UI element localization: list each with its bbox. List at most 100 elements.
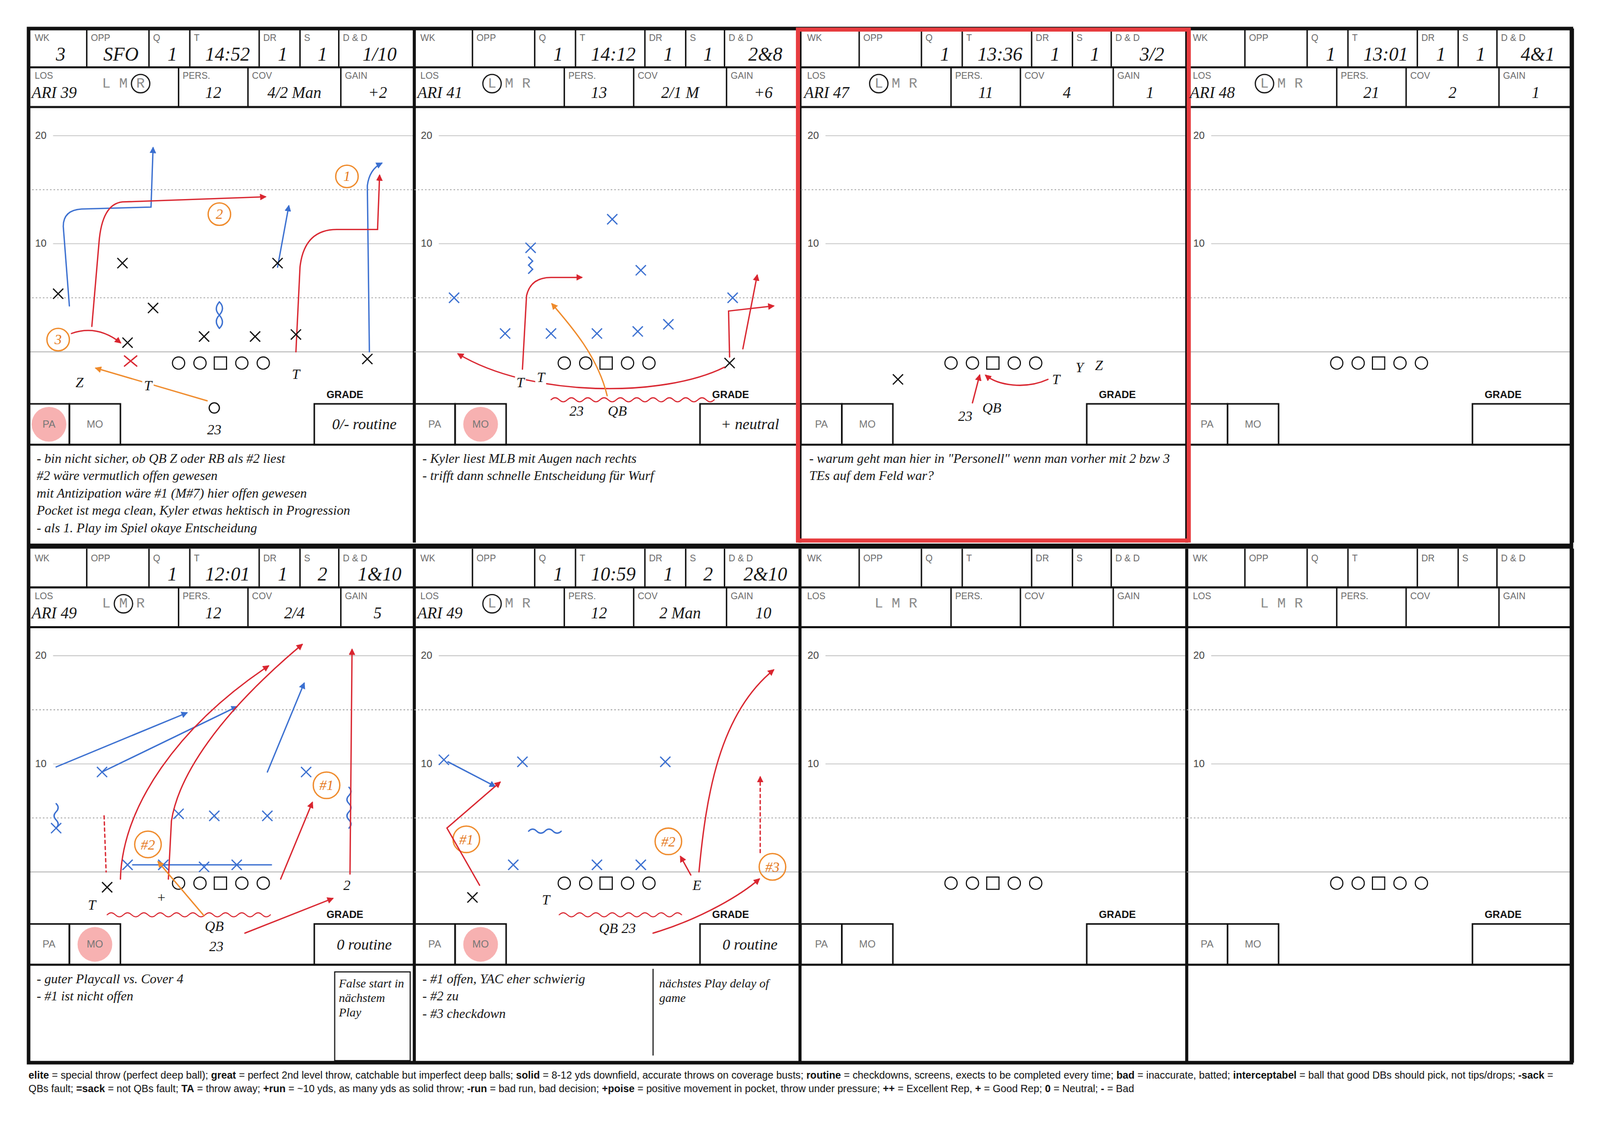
motion-label: MO bbox=[859, 418, 876, 431]
header-label: LOS bbox=[807, 70, 826, 81]
player-label: QB bbox=[980, 400, 1004, 416]
grade-definition: = positive movement in pocket, throw und… bbox=[637, 1083, 880, 1095]
header-value: 14:52 bbox=[198, 41, 258, 67]
note-line: - #1 ist nicht offen bbox=[36, 987, 331, 1006]
header-label: GAIN bbox=[730, 70, 753, 81]
grade-label: GRADE bbox=[1484, 909, 1522, 922]
player-label: T bbox=[535, 369, 546, 386]
yard-number: 10 bbox=[1191, 758, 1207, 770]
line-of-scrimmage-value: ARI 49 bbox=[417, 601, 463, 625]
grade-term: interceptabel bbox=[1232, 1069, 1297, 1082]
note-line: Pocket ist mega clean, Kyler etwas hekti… bbox=[36, 501, 406, 520]
play-action-label: PA bbox=[42, 939, 56, 951]
header-label: WK bbox=[34, 32, 50, 44]
line-of-scrimmage-value: ARI 39 bbox=[31, 81, 77, 104]
play-card: WKOPPQTDRSD & DLOSL M RPERS.COVGAIN2010G… bbox=[414, 28, 800, 544]
header-label: D & D bbox=[1500, 32, 1526, 44]
grade-term: +run bbox=[262, 1083, 286, 1095]
header-value: 1 bbox=[1466, 41, 1495, 67]
header-value: 4 bbox=[1022, 80, 1112, 105]
play-card: WKOPPQTDRSD & DLOSL M RPERS.COVGAIN2010G… bbox=[28, 28, 415, 544]
header-value: 1 bbox=[1500, 80, 1571, 105]
header-value: 1 bbox=[1425, 41, 1456, 67]
header-label: WK bbox=[1193, 32, 1209, 44]
header-label: DR bbox=[649, 553, 663, 564]
header-label: COV bbox=[1024, 70, 1045, 81]
header-value: 10:59 bbox=[583, 562, 643, 587]
hash-position: L M R bbox=[874, 596, 918, 612]
player-label: 23 bbox=[567, 403, 586, 419]
header-label: PERS. bbox=[1340, 591, 1369, 602]
motion-label: MO bbox=[86, 939, 104, 951]
grade-label: GRADE bbox=[712, 909, 750, 922]
header-label: T bbox=[579, 32, 586, 44]
motion-label: MO bbox=[472, 418, 489, 431]
grade-term: great bbox=[211, 1069, 236, 1082]
play-action-label: PA bbox=[815, 418, 828, 431]
notes-area: - #1 offen, YAC eher schwierig- #2 zu- #… bbox=[422, 970, 654, 1023]
player-label: QB 23 bbox=[597, 920, 638, 937]
note-line: mit Antizipation wäre #1 (M#7) hier offe… bbox=[36, 484, 406, 503]
line-of-scrimmage-value: ARI 41 bbox=[417, 81, 463, 104]
hash-position: L M R bbox=[487, 76, 531, 92]
header-value: 1 bbox=[653, 562, 684, 587]
header-value: 10 bbox=[728, 600, 798, 626]
header-value: 1 bbox=[157, 41, 188, 67]
header-label: S bbox=[303, 32, 311, 44]
header-value: 2 Man bbox=[635, 600, 725, 626]
hash-position: L M R bbox=[487, 596, 531, 612]
play-action-label: PA bbox=[1200, 939, 1214, 951]
grade-definition: = throw away; bbox=[197, 1083, 261, 1095]
header-value: 14:12 bbox=[583, 41, 643, 67]
grade-term: elite bbox=[28, 1069, 49, 1082]
yard-number: 20 bbox=[33, 130, 49, 142]
header-label: LOS bbox=[34, 70, 53, 81]
header-label: T bbox=[1352, 553, 1358, 564]
grade-value: + neutral bbox=[702, 405, 798, 443]
header-label: D & D bbox=[342, 32, 368, 44]
header-label: PERS. bbox=[182, 591, 210, 602]
header-label: COV bbox=[251, 591, 272, 602]
header-value: 2&8 bbox=[732, 41, 798, 67]
header-value: 1 bbox=[693, 41, 723, 67]
header-label: WK bbox=[420, 32, 436, 44]
header-label: Q bbox=[538, 32, 546, 44]
receiver-number: #2 bbox=[661, 834, 676, 850]
header-label: S bbox=[1076, 553, 1083, 564]
header-value: 21 bbox=[1338, 80, 1405, 105]
player-label: T bbox=[290, 366, 302, 383]
grade-definition: = bad run, bad decision; bbox=[489, 1083, 600, 1095]
grade-definition: = Excellent Rep, bbox=[897, 1083, 973, 1095]
player-label: QB bbox=[203, 918, 226, 935]
yard-number: 10 bbox=[805, 238, 822, 250]
header-label: OPP bbox=[863, 553, 883, 564]
player-label: T bbox=[514, 374, 526, 391]
header-value: SFO bbox=[94, 41, 147, 67]
grade-term: bad bbox=[1116, 1069, 1135, 1082]
header-label: OPP bbox=[476, 32, 496, 44]
yard-number: 10 bbox=[418, 758, 435, 770]
header-value: 12 bbox=[180, 600, 246, 626]
grade-term: TA bbox=[181, 1083, 195, 1095]
note-line: - guter Playcall vs. Cover 4 bbox=[36, 970, 331, 989]
header-value: 5 bbox=[342, 600, 413, 626]
grade-term: -run bbox=[467, 1083, 487, 1095]
grade-definition: = Good Rep; bbox=[984, 1083, 1043, 1095]
hash-position: L M R bbox=[102, 76, 146, 92]
notes-area: - bin nicht sicher, ob QB Z oder RB als … bbox=[36, 450, 406, 538]
header-label: S bbox=[1076, 32, 1083, 44]
hash-position: L M R bbox=[1260, 76, 1304, 92]
motion-label: MO bbox=[472, 939, 489, 951]
grade-label: GRADE bbox=[326, 909, 364, 922]
header-label: WK bbox=[420, 553, 436, 564]
header-label: T bbox=[966, 32, 973, 44]
header-label: DR bbox=[1421, 553, 1436, 564]
header-label: GAIN bbox=[730, 591, 753, 602]
yard-number: 20 bbox=[805, 650, 822, 663]
yard-number: 20 bbox=[805, 130, 822, 142]
player-label: 23 bbox=[956, 408, 975, 425]
header-label: GAIN bbox=[344, 70, 368, 81]
grade-definition: = not QBs fault; bbox=[107, 1083, 179, 1095]
player-label: 23 bbox=[207, 938, 226, 955]
header-label: COV bbox=[1024, 591, 1045, 602]
